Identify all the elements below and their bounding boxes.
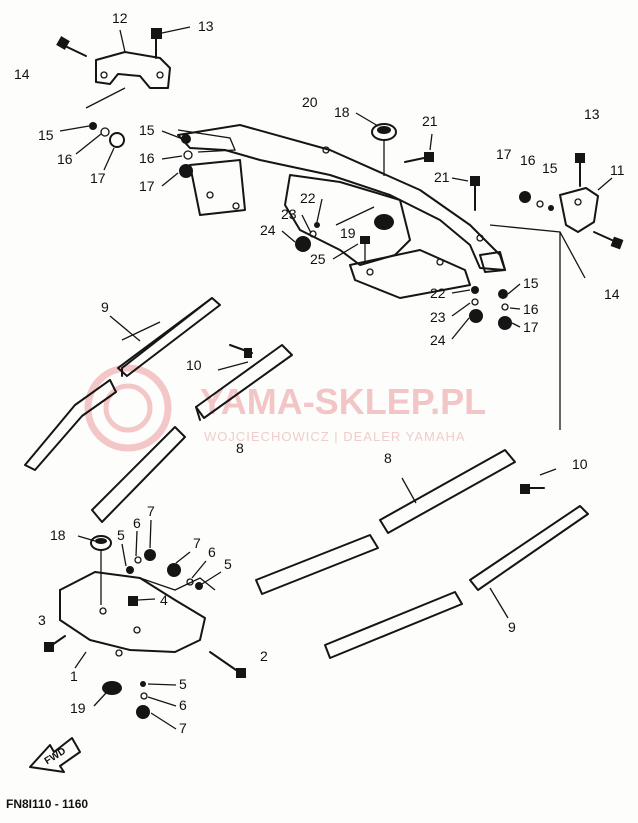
callout-15-c: 15: [542, 160, 558, 176]
callout-14-b: 14: [604, 286, 620, 302]
leader-lines: [121, 198, 521, 730]
callout-17-d: 17: [523, 319, 539, 335]
callout-20: 20: [302, 94, 318, 110]
callout-22: 22: [300, 190, 316, 206]
watermark-logo-inner: [103, 383, 153, 433]
callout-16-b: 16: [139, 150, 155, 166]
callout-5-c: 5: [179, 676, 187, 692]
rail-9-upper: [24, 297, 221, 471]
frame-stay-20: [177, 124, 506, 299]
callout-15: 15: [38, 127, 54, 143]
callout-3: 3: [38, 612, 46, 628]
callout-7-c: 7: [179, 720, 187, 736]
slide-8-lower: [255, 449, 557, 595]
callout-24-b: 24: [430, 332, 446, 348]
callout-7: 7: [147, 503, 155, 519]
diagram-code: FN8I110 - 1160: [6, 797, 88, 811]
callout-18: 18: [334, 104, 350, 120]
bracket-12: [95, 29, 171, 89]
callout-8: 8: [236, 440, 244, 456]
callout-17-b: 17: [139, 178, 155, 194]
callout-9-b: 9: [508, 619, 516, 635]
bracket-11: [489, 153, 624, 430]
callout-19: 19: [340, 225, 356, 241]
fastener-stack-right: [469, 286, 512, 330]
callout-2: 2: [260, 648, 268, 664]
callout-5: 5: [117, 527, 125, 543]
callout-6-c: 6: [179, 697, 187, 713]
callout-15-d: 15: [523, 275, 539, 291]
bolts-21: [404, 133, 480, 211]
callout-16-c: 16: [520, 152, 536, 168]
callout-14: 14: [14, 66, 30, 82]
bolt-13-upper: [151, 26, 191, 59]
callout-13-b: 13: [584, 106, 600, 122]
callout-9: 9: [101, 299, 109, 315]
callout-21: 21: [422, 113, 438, 129]
callout-16-d: 16: [523, 301, 539, 317]
bumper-1: [44, 535, 246, 719]
callout-17: 17: [90, 170, 106, 186]
callout-22-b: 22: [430, 285, 446, 301]
grommet-18-top: [355, 112, 397, 176]
callout-19-b: 19: [70, 700, 86, 716]
callout-16: 16: [57, 151, 73, 167]
callout-1: 1: [70, 668, 78, 684]
fastener-stack-left: [59, 87, 236, 187]
callout-labels: 12 13 14 15 16 17 15 16 17 20 18 21 21 1…: [14, 10, 625, 736]
callout-18-b: 18: [50, 527, 66, 543]
callout-6-b: 6: [208, 544, 216, 560]
callout-23-b: 23: [430, 309, 446, 325]
watermark-logo-ring: [84, 364, 172, 452]
callout-6: 6: [133, 515, 141, 531]
callout-12: 12: [112, 10, 128, 26]
watermark-dealer: WOJCIECHOWICZ | DEALER YAMAHA: [204, 429, 466, 444]
callout-24: 24: [260, 222, 276, 238]
callout-10-b: 10: [572, 456, 588, 472]
callout-23: 23: [281, 206, 297, 222]
callout-8-b: 8: [384, 450, 392, 466]
callout-10: 10: [186, 357, 202, 373]
callout-7-b: 7: [193, 535, 201, 551]
fastener-stack-middle: [295, 206, 394, 262]
slide-8-upper: [91, 344, 293, 523]
callout-21-b: 21: [434, 169, 450, 185]
fwd-arrow-icon: FWD: [29, 737, 81, 773]
callout-5-b: 5: [224, 556, 232, 572]
callout-13: 13: [198, 18, 214, 34]
callout-4: 4: [160, 592, 168, 608]
rail-9-lower: [324, 505, 589, 659]
callout-17-c: 17: [496, 146, 512, 162]
watermark-brand: YAMA-SKLEP.PL: [200, 381, 486, 422]
callout-11: 11: [610, 162, 625, 178]
callout-15-b: 15: [139, 122, 155, 138]
bolt-14-upper: [56, 36, 87, 57]
callout-25: 25: [310, 251, 326, 267]
watermark: YAMA-SKLEP.PL WOJCIECHOWICZ | DEALER YAM…: [84, 364, 486, 452]
